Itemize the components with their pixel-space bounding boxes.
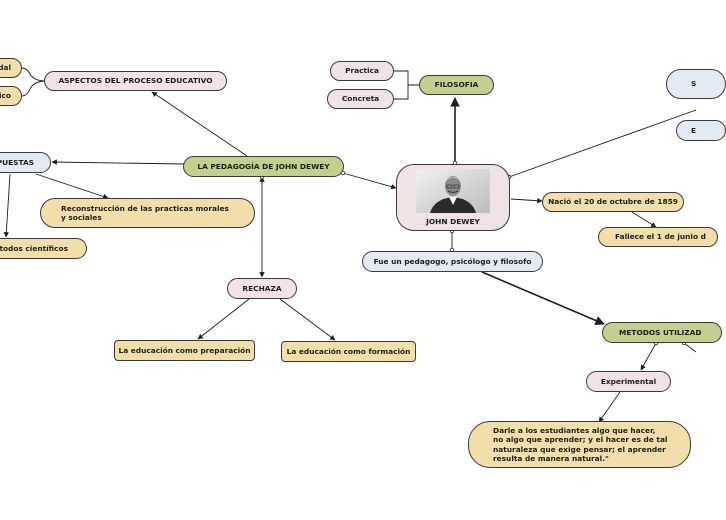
- link-rechaza-preparacion: [197, 298, 250, 340]
- link-propuestas-reconstruccion: [35, 173, 109, 200]
- central-node-label: JOHN DEWEY: [426, 216, 480, 226]
- mind-map-canvas: JOHN DEWEY FILOSOFIA Practica Concreta S…: [0, 58, 726, 468]
- experimental-node[interactable]: Experimental: [586, 371, 671, 392]
- right-top-node[interactable]: S: [666, 69, 726, 99]
- link-aspectos-social: [21, 67, 47, 82]
- experimental-label: Experimental: [600, 376, 657, 386]
- link-metodos-right: [683, 342, 697, 353]
- aspectos-label: ASPECTOS DEL PROCESO EDUCATIVO: [58, 76, 213, 86]
- link-pedagogia-aspectos: [151, 91, 248, 157]
- link-rechaza-formacion: [279, 298, 336, 341]
- propuestas-node[interactable]: PUESTAS: [0, 152, 51, 173]
- link-metodos-experimental: [640, 342, 657, 371]
- nacio-label: Nació el 20 de octubre de 1859: [548, 197, 678, 207]
- social-label: dal: [0, 63, 11, 73]
- fue-label: Fue un pedagogo, psicólogo y filosofo: [373, 256, 532, 266]
- practica-label: Practica: [345, 66, 379, 76]
- practica-node[interactable]: Practica: [330, 61, 394, 81]
- right-mid-label: E: [691, 125, 697, 135]
- filosofia-node[interactable]: FILOSOFIA: [419, 75, 494, 95]
- link-filosofia-practica: [394, 70, 419, 86]
- link-pedagogia-central: [342, 172, 397, 190]
- rechaza-node[interactable]: RECHAZA: [227, 278, 297, 299]
- metodos-cientificos-label: étodos científicos: [0, 243, 68, 253]
- link-central-nacio: [510, 197, 543, 204]
- formacion-label: La educación como formación: [286, 346, 411, 356]
- fallece-label: Fallece el 1 de junio d: [615, 232, 706, 242]
- quote-text: Darle a los estudiantes algo que hacer, …: [493, 426, 668, 463]
- concreta-node[interactable]: Concreta: [327, 89, 394, 109]
- link-propuestas-metodos: [3, 173, 11, 238]
- link-nacio-fallece: [631, 211, 657, 228]
- john-dewey-photo: [416, 168, 490, 213]
- preparacion-node[interactable]: La educación como preparación: [114, 340, 255, 361]
- pedagogia-node[interactable]: LA PEDAGOGÍA DE JOHN DEWEY: [183, 156, 344, 177]
- pedagogia-label: LA PEDAGOGÍA DE JOHN DEWEY: [197, 161, 330, 171]
- social-node[interactable]: dal: [0, 58, 22, 78]
- right-top-label: S: [691, 79, 697, 89]
- connector-lines: [3, 67, 697, 423]
- filosofia-label: FILOSOFIA: [434, 80, 479, 90]
- quote-node[interactable]: Darle a los estudiantes algo que hacer, …: [468, 421, 691, 468]
- nacio-node[interactable]: Nació el 20 de octubre de 1859: [542, 192, 684, 212]
- metodos-utilizados-node[interactable]: METODOS UTILIZAD: [602, 322, 722, 343]
- fue-node[interactable]: Fue un pedagogo, psicólogo y filosofo: [362, 251, 543, 272]
- concreta-label: Concreta: [341, 94, 380, 104]
- psicologico-node[interactable]: ico: [0, 86, 22, 106]
- aspectos-node[interactable]: ASPECTOS DEL PROCESO EDUCATIVO: [44, 71, 227, 91]
- link-pedagogia-propuestas: [51, 159, 185, 165]
- metodos-cientificos-node[interactable]: étodos científicos: [0, 238, 87, 259]
- central-node-john-dewey[interactable]: JOHN DEWEY: [396, 164, 510, 231]
- metodos-utilizados-label: METODOS UTILIZAD: [619, 327, 702, 337]
- reconstruccion-label: Reconstrucción de las practicas morales …: [61, 203, 229, 222]
- preparacion-label: La educación como preparación: [118, 345, 251, 355]
- rechaza-label: RECHAZA: [242, 283, 282, 293]
- fallece-node[interactable]: Fallece el 1 de junio d: [598, 227, 718, 247]
- formacion-node[interactable]: La educación como formación: [281, 341, 416, 362]
- right-mid-node[interactable]: E: [676, 120, 726, 141]
- link-central-right: [508, 109, 697, 178]
- link-aspectos-psico: [21, 80, 47, 97]
- link-fue-metodos: [481, 271, 605, 326]
- link-filosofia-concreta: [394, 85, 409, 100]
- psicologico-label: ico: [0, 91, 11, 101]
- link-experimental-quote: [598, 391, 621, 423]
- propuestas-label: PUESTAS: [0, 157, 34, 167]
- reconstruccion-node[interactable]: Reconstrucción de las practicas morales …: [40, 198, 255, 228]
